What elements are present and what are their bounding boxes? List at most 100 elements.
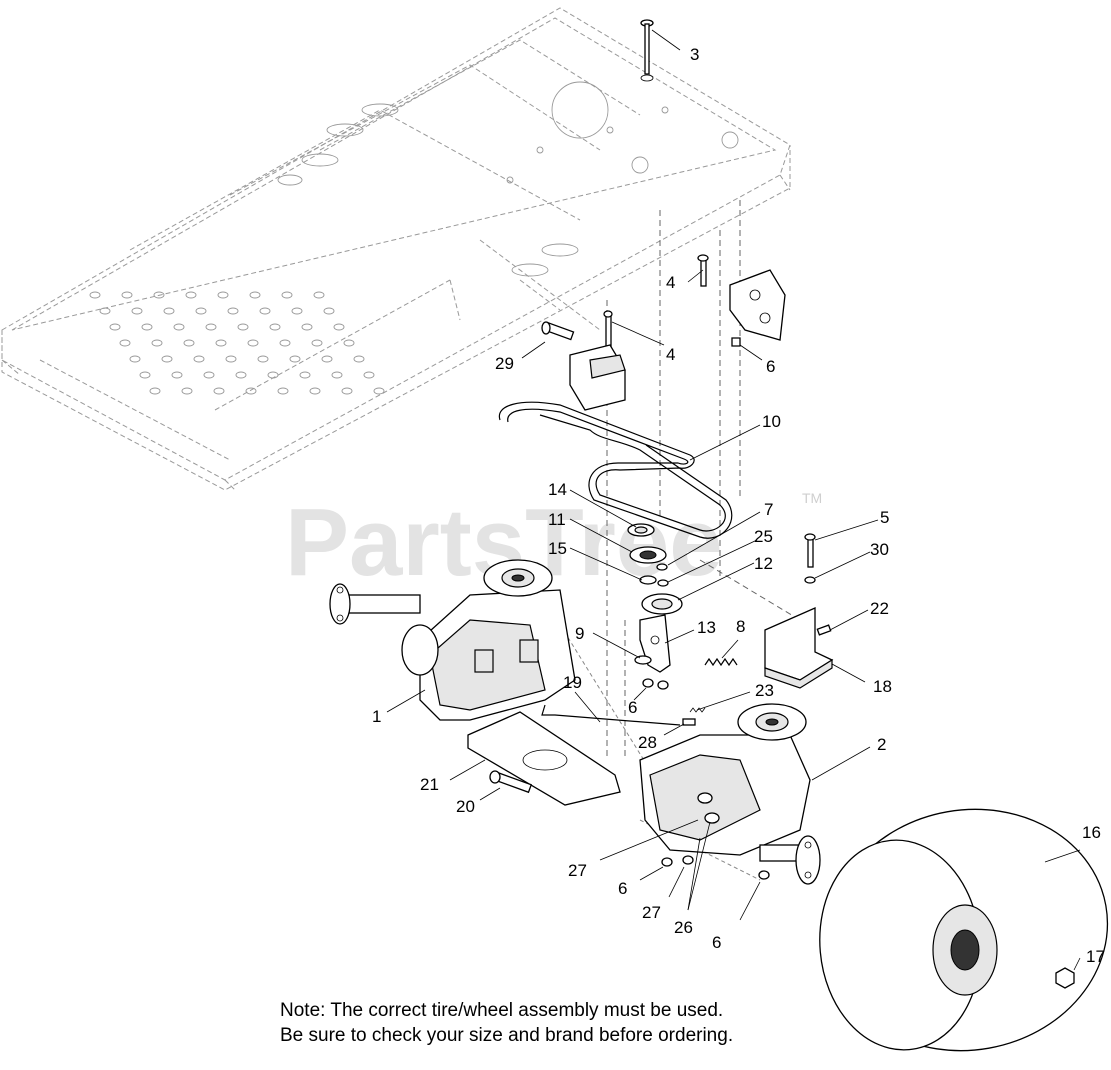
bolt-4-upper	[697, 254, 709, 287]
callout-26: 26	[674, 918, 693, 937]
frame-hole	[109, 323, 121, 331]
callout-7: 7	[764, 500, 773, 519]
callout-19: 19	[563, 673, 582, 692]
frame-hole	[267, 371, 279, 379]
watermark-tm: TM	[802, 490, 822, 506]
frame-hole	[217, 291, 229, 299]
frame-hole	[247, 339, 259, 347]
frame-hole	[195, 307, 207, 315]
callout-4-lower: 4	[666, 345, 675, 364]
callout-11: 11	[548, 510, 566, 529]
callout-27-left: 27	[568, 861, 587, 880]
frame-hole	[213, 387, 225, 395]
frame-hole	[185, 291, 197, 299]
pivot-bracket	[541, 310, 626, 411]
frame-hole	[99, 307, 111, 315]
callout-1: 1	[372, 707, 381, 726]
callout-6-upper: 6	[766, 357, 775, 376]
callout-29: 28	[638, 733, 657, 752]
frame-hole	[163, 307, 175, 315]
frame-hole	[183, 339, 195, 347]
frame-hole	[171, 371, 183, 379]
callout-21: 21	[420, 775, 439, 794]
callout-16: 16	[1082, 823, 1101, 842]
frame-hole	[353, 355, 365, 363]
lug-nut-17	[1055, 967, 1075, 989]
callout-30: 30	[870, 540, 889, 559]
callout-10: 10	[762, 412, 781, 431]
frame-hole	[89, 291, 101, 299]
frame-hole	[129, 355, 141, 363]
spring-8	[704, 657, 738, 667]
frame-hole	[281, 291, 293, 299]
frame-hole	[215, 339, 227, 347]
bracket-upper-right	[729, 269, 786, 347]
tire-16	[819, 808, 1109, 1052]
callout-12: 12	[754, 554, 773, 573]
frame-hole	[299, 371, 311, 379]
callout-8: 8	[736, 617, 745, 636]
callout-15: 15	[548, 539, 567, 558]
leader-lines	[386, 29, 1081, 971]
mower-frame-phantom	[1, 7, 791, 491]
frame-hole	[341, 387, 353, 395]
frame-hole	[173, 323, 185, 331]
frame-hole	[237, 323, 249, 331]
frame-hole	[227, 307, 239, 315]
frame-hole	[291, 307, 303, 315]
frame-hole	[277, 387, 289, 395]
callout-25: 25	[754, 527, 773, 546]
note-line-1: Note: The correct tire/wheel assembly mu…	[280, 1000, 724, 1021]
callout-9: 9	[575, 624, 584, 643]
callout-6-lower-left: 6	[618, 879, 627, 898]
frame-hole	[149, 387, 161, 395]
callout-4-upper: 4	[666, 273, 675, 292]
bracket-18	[764, 607, 834, 689]
callout-17: 17	[1086, 947, 1105, 966]
callout-28: 29	[495, 354, 514, 373]
frame-hole	[279, 339, 291, 347]
frame-hole	[301, 323, 313, 331]
frame-hole	[203, 371, 215, 379]
plate-21	[467, 711, 621, 806]
callout-18: 18	[873, 677, 892, 696]
callout-6-mid: 6	[628, 698, 637, 717]
frame-hole	[323, 307, 335, 315]
frame-hole	[205, 323, 217, 331]
frame-hole	[181, 387, 193, 395]
frame-hole	[309, 387, 321, 395]
callout-23: 23	[755, 681, 774, 700]
callout-14: 14	[548, 480, 567, 499]
frame-hole	[119, 339, 131, 347]
assembly-centerlines	[519, 200, 801, 881]
note-line-2: Be sure to check your size and brand bef…	[280, 1025, 734, 1046]
frame-hole	[363, 371, 375, 379]
frame-hole	[249, 291, 261, 299]
frame-hole	[245, 387, 257, 395]
transaxle-right-2	[639, 703, 821, 885]
frame-hole	[311, 339, 323, 347]
frame-hole	[151, 339, 163, 347]
frame-hole	[131, 307, 143, 315]
callout-5: 5	[880, 508, 889, 527]
callout-6-lower-right: 6	[712, 933, 721, 952]
callout-labels: 3 4 4 6 29 10 14 11 15 7 25 12 5 30 9 13…	[372, 45, 1105, 966]
frame-hole	[333, 323, 345, 331]
frame-hole	[331, 371, 343, 379]
frame-hole	[321, 355, 333, 363]
frame-hole	[289, 355, 301, 363]
ordering-note: Note: The correct tire/wheel assembly mu…	[280, 998, 733, 1048]
frame-hole	[139, 371, 151, 379]
frame-hole	[373, 387, 385, 395]
callout-27-right: 27	[642, 903, 661, 922]
frame-hole	[141, 323, 153, 331]
frame-hole	[193, 355, 205, 363]
frame-hole	[235, 371, 247, 379]
callout-2: 2	[877, 735, 886, 754]
frame-hole	[225, 355, 237, 363]
control-rod-19	[541, 704, 681, 726]
idler-stack	[627, 523, 683, 690]
frame-hole	[121, 291, 133, 299]
